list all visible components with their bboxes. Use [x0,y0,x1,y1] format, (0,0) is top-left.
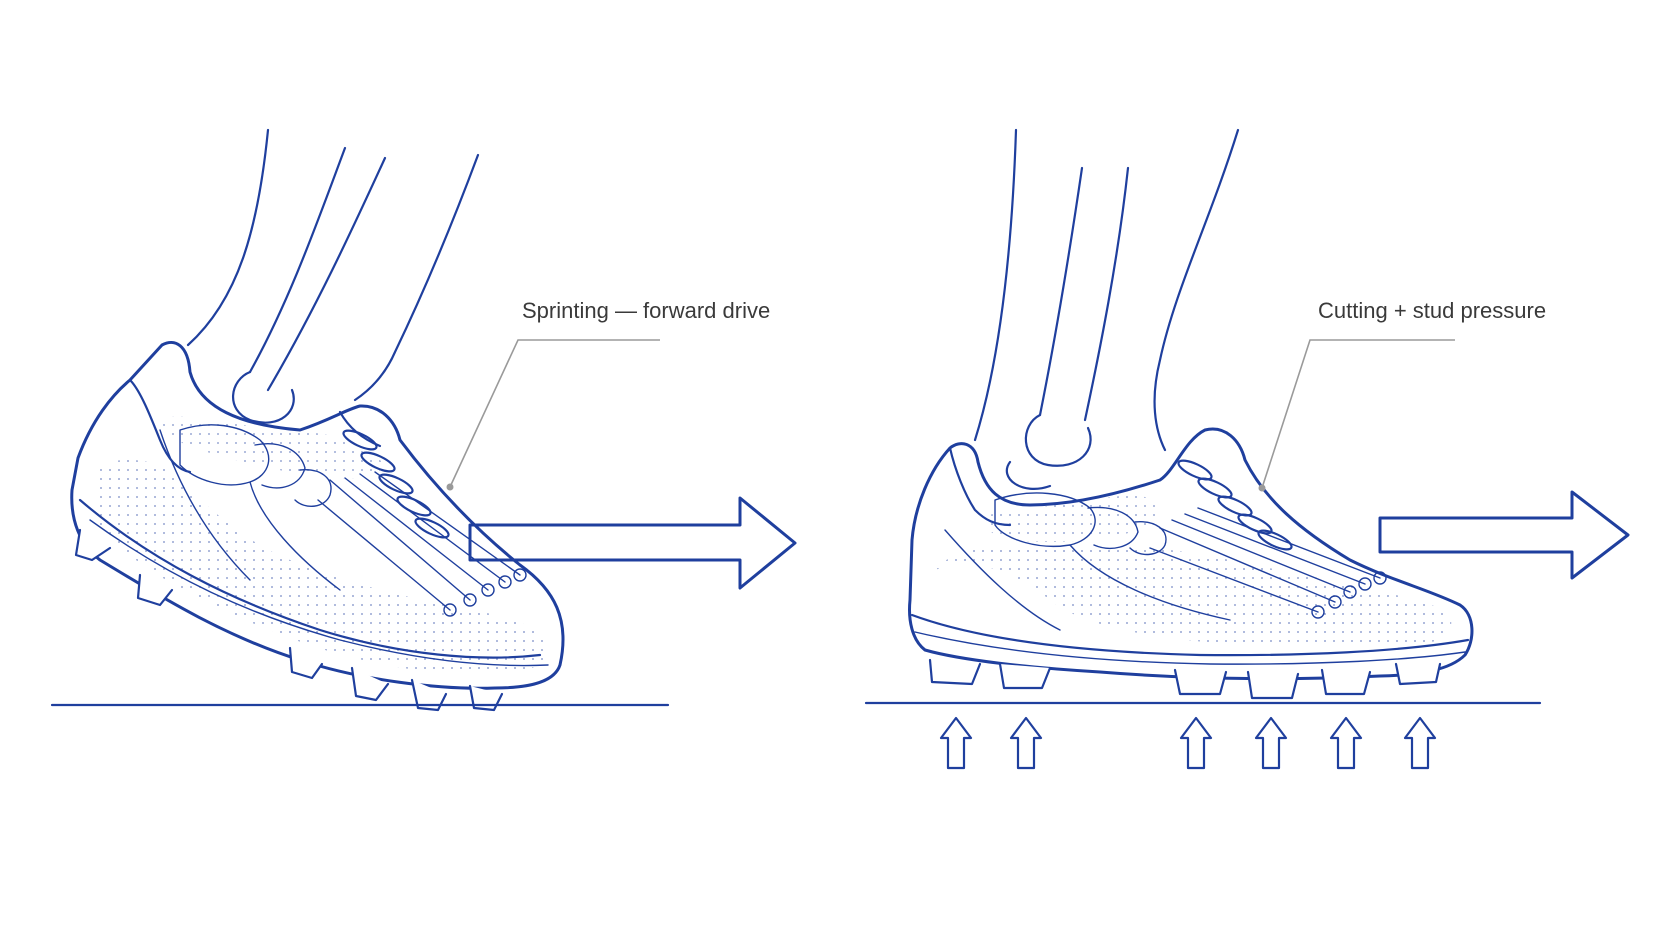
forward-arrow-icon-right [1378,490,1630,580]
leg-outline-right [973,128,1240,452]
cutting-leader-line [1261,339,1455,489]
cutting-panel: Cutting + stud pressure [864,128,1630,770]
cutting-label: Cutting + stud pressure [1318,298,1546,323]
studs [74,528,504,712]
laces-right [1177,459,1293,551]
ankle-bones-right [1005,413,1092,490]
forward-arrow-icon [468,496,797,590]
laces [342,429,450,539]
sprint-leader-line [449,339,660,488]
upward-pressure-arrow-icon [939,716,1437,770]
sprint-panel: Sprinting — forward drive [50,128,797,712]
leg-outline [186,128,480,402]
foot-skeleton-right [994,492,1387,621]
studs-right [928,658,1442,700]
football-boot-right [908,427,1474,681]
sprint-label: Sprinting — forward drive [522,298,770,323]
sprint-leader-dot [446,483,454,491]
cutting-leader-dot [1258,484,1266,492]
football-boot [70,340,565,690]
foot-skeleton [179,424,527,617]
